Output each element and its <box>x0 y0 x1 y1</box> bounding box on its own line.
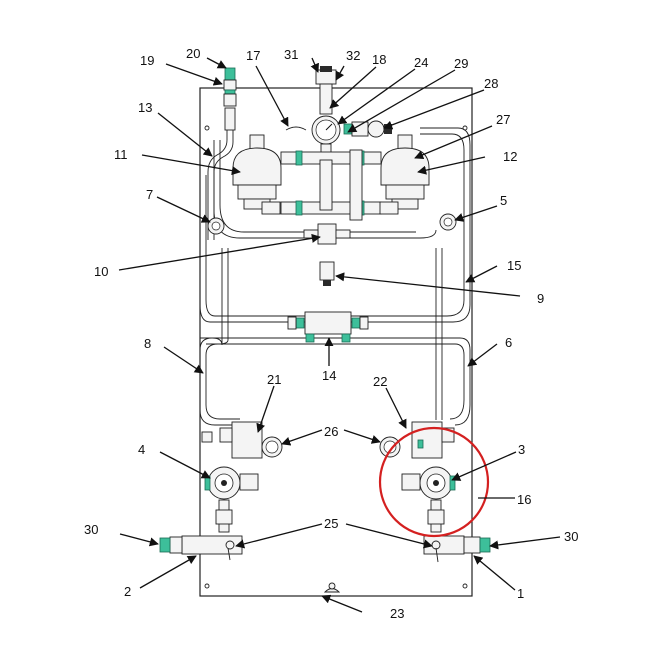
panel-hole <box>204 125 210 131</box>
callout-13: 13 <box>138 100 152 115</box>
lower-left-regulator <box>201 421 283 533</box>
regulator-left <box>232 134 282 210</box>
callout-27: 27 <box>496 112 510 127</box>
callout-25: 25 <box>324 516 338 531</box>
callout-20: 20 <box>186 46 200 61</box>
panel-hole <box>462 583 468 589</box>
callout-23: 23 <box>390 606 404 621</box>
callout-1: 1 <box>517 586 524 601</box>
leader-lines <box>118 57 561 613</box>
panel-hole <box>204 583 210 589</box>
callout-32: 32 <box>346 48 360 63</box>
callout-21: 21 <box>267 372 281 387</box>
callout-labels: 20 19 13 11 7 10 8 4 30 2 17 31 32 18 24… <box>84 46 578 621</box>
callout-6: 6 <box>505 335 512 350</box>
callout-16: 16 <box>517 492 531 507</box>
callout-4: 4 <box>138 442 145 457</box>
callout-7: 7 <box>146 187 153 202</box>
callout-10: 10 <box>94 264 108 279</box>
inlet-fitting <box>223 67 237 131</box>
callout-30-right: 30 <box>564 529 578 544</box>
center-tee <box>287 311 369 343</box>
callout-9: 9 <box>537 291 544 306</box>
callout-29: 29 <box>454 56 468 71</box>
lower-right-regulator <box>379 421 456 533</box>
callout-17: 17 <box>246 48 260 63</box>
callout-5: 5 <box>500 193 507 208</box>
outlet-block-right <box>423 535 491 563</box>
manifold-piping <box>261 149 399 286</box>
callout-11: 11 <box>114 147 128 162</box>
callout-8: 8 <box>144 336 151 351</box>
callout-14: 14 <box>322 368 336 383</box>
outlet-block-left <box>159 535 243 561</box>
bottom-fastener <box>323 582 341 593</box>
highlight-circle <box>378 426 490 538</box>
callout-24: 24 <box>414 55 428 70</box>
callout-22: 22 <box>373 374 387 389</box>
callout-3: 3 <box>518 442 525 457</box>
callout-26: 26 <box>324 424 338 439</box>
callout-31: 31 <box>284 47 298 62</box>
callout-18: 18 <box>372 52 386 67</box>
check-valve-left <box>207 217 225 235</box>
check-valve-right <box>439 213 457 231</box>
callout-12: 12 <box>503 149 517 164</box>
callout-19: 19 <box>140 53 154 68</box>
callout-15: 15 <box>507 258 521 273</box>
callout-2: 2 <box>124 584 131 599</box>
callout-30-left: 30 <box>84 522 98 537</box>
callout-28: 28 <box>484 76 498 91</box>
